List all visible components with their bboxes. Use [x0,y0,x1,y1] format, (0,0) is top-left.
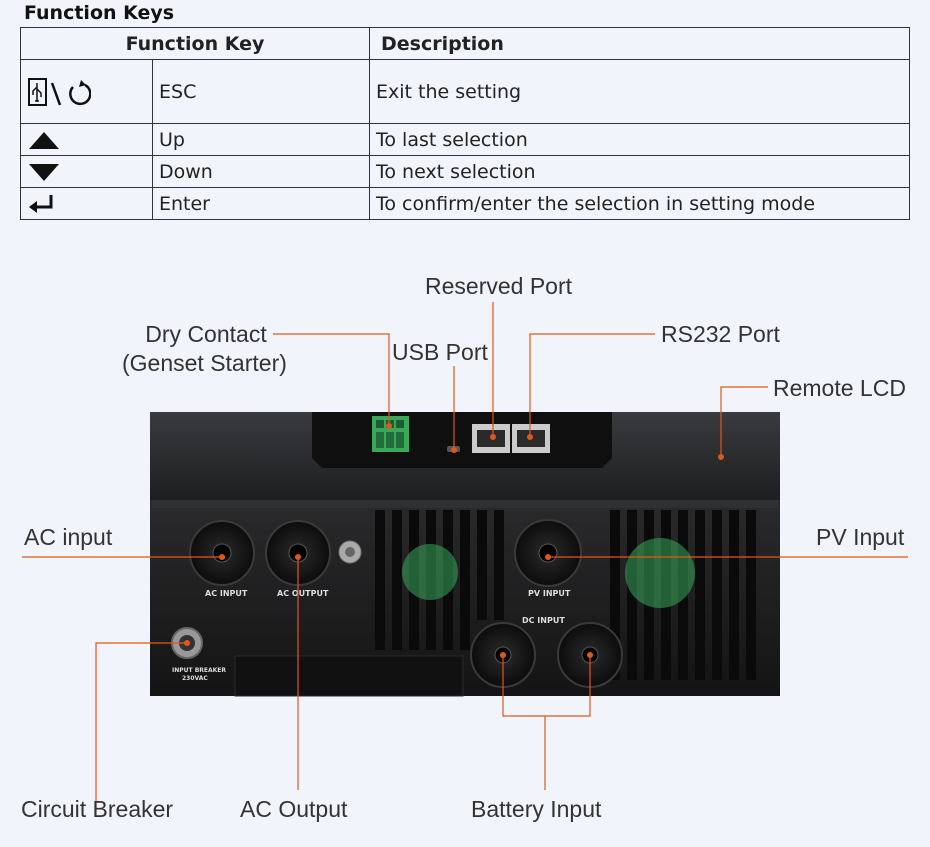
silk-pv-input: PV INPUT [528,589,571,598]
fan-right [625,538,695,608]
ground-terminal [338,540,362,564]
ac-input-gland [189,520,255,586]
label-ac-output: AC Output [240,796,348,822]
key-desc-esc: Exit the setting [369,59,910,124]
key-name-enter: Enter [152,187,370,220]
silk-breaker-2: 230VAC [182,675,208,682]
label-dry-contact: Dry Contact [145,321,267,347]
silk-dc-input: DC INPUT [522,616,565,625]
header-function-key: Function Key [20,27,370,60]
table-row: Up To last selection [20,123,910,156]
function-keys-table: Function Key Description ESC Exit the se… [20,27,910,220]
label-dry-contact-sub: (Genset Starter) [122,350,287,376]
enter-arrow-icon [20,187,153,220]
key-desc-enter: To confirm/enter the selection in settin… [369,187,910,220]
section-title: Function Keys [24,2,175,24]
silk-breaker-1: INPUT BREAKER [172,667,226,674]
label-usb-port: USB Port [392,339,488,365]
pv-input-gland [514,519,582,587]
up-arrow-icon [20,123,153,156]
label-rs232-port: RS232 Port [661,321,780,347]
label-ac-input: AC input [24,524,113,550]
header-description: Description [369,27,910,60]
label-reserved-port: Reserved Port [425,273,573,299]
table-row: Enter To confirm/enter the selection in … [20,187,910,220]
dry-contact-terminal [372,416,409,452]
silk-ac-input: AC INPUT [205,589,248,598]
fan-left [402,544,458,600]
battery-cover [234,655,464,697]
label-pv-input: PV Input [816,524,905,550]
table-header-row: Function Key Description [20,27,910,60]
key-name-up: Up [152,123,370,156]
usb-power-icon [20,59,153,124]
label-circuit-breaker: Circuit Breaker [21,796,174,822]
label-remote-lcd: Remote LCD [773,375,906,401]
table-row: ESC Exit the setting [20,59,910,124]
label-battery-input: Battery Input [471,796,602,822]
down-arrow-icon [20,155,153,188]
silk-ac-output: AC OUTPUT [277,589,329,598]
table-row: Down To next selection [20,155,910,188]
